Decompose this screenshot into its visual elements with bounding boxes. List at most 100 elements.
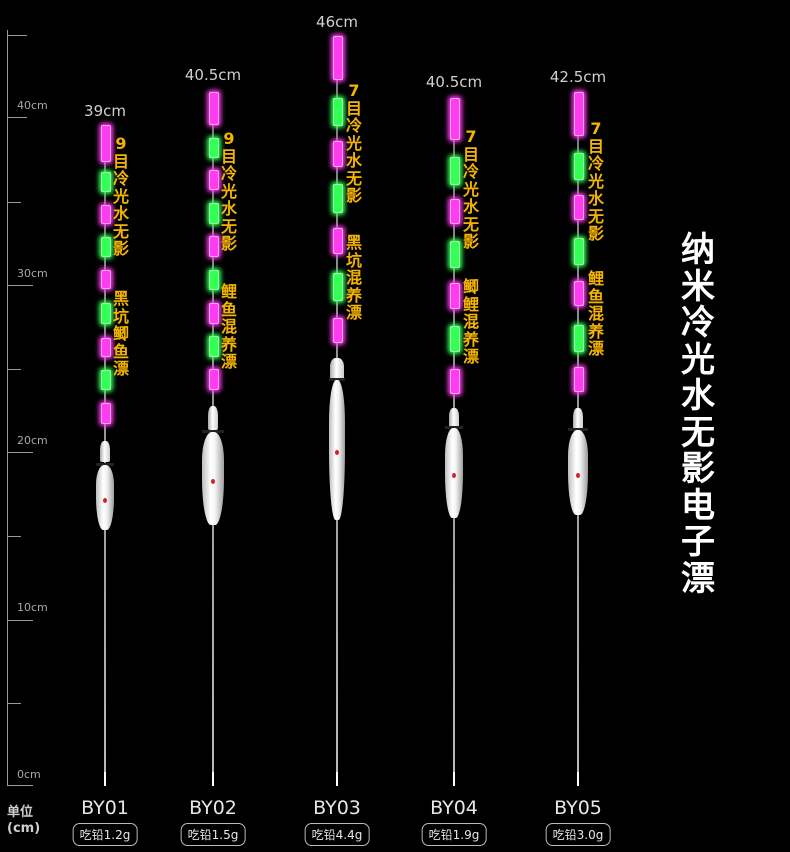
float-length-label: 39cm <box>84 102 126 120</box>
ruler-label-10: 10cm <box>17 601 48 614</box>
float-neck <box>208 406 218 430</box>
ruler-tick <box>7 285 33 286</box>
brand-seal-icon <box>452 473 456 478</box>
glow-segment-pink <box>450 283 460 309</box>
glow-segment-pink <box>209 303 219 324</box>
float-spec-label: 9目冷光水无影 <box>220 129 237 253</box>
float-spec-label: 7目冷光水无影 <box>345 81 362 205</box>
glow-segment-pink <box>101 205 111 224</box>
glow-segment-green <box>333 98 343 126</box>
glow-segment-pink <box>101 270 111 289</box>
glow-segment-green <box>209 336 219 357</box>
ruler-tick <box>7 202 21 203</box>
float-stem-base <box>104 772 106 786</box>
glow-segment-pink <box>101 125 111 162</box>
float-band <box>202 430 224 433</box>
float-model-label: BY05 <box>554 797 602 819</box>
glow-segment-green <box>450 241 460 268</box>
float-usage-label: 鲫鲤混养漂 <box>462 277 479 366</box>
ruler-tick <box>7 35 27 36</box>
float-spec-label: 7目冷光水无影 <box>462 127 479 251</box>
float-usage-label: 黑坑鲫鱼漂 <box>112 289 129 378</box>
float-weight-badge: 吃铅3.0g <box>545 823 611 846</box>
float-model-label: BY01 <box>81 797 129 819</box>
float-band <box>568 428 588 431</box>
float-band <box>96 463 114 466</box>
float-length-label: 46cm <box>316 13 358 31</box>
glow-segment-pink <box>450 98 460 140</box>
float-length-label: 40.5cm <box>184 66 242 84</box>
product-title: 纳米 冷光水无影 电子漂 <box>681 230 715 599</box>
glow-segment-pink <box>209 369 219 390</box>
glow-segment-green <box>333 273 343 301</box>
float-neck <box>573 408 583 430</box>
glow-segment-pink <box>333 36 343 80</box>
glow-segment-green <box>450 157 460 185</box>
ruler-tick <box>7 620 33 621</box>
glow-segment-pink <box>209 92 219 125</box>
float-weight-badge: 吃铅1.9g <box>421 823 487 846</box>
glow-segment-green <box>333 184 343 213</box>
float-stem-base <box>453 772 455 786</box>
float-model-label: BY02 <box>189 797 237 819</box>
ruler-label-40: 40cm <box>17 99 48 112</box>
brand-seal-icon <box>335 450 339 455</box>
glow-segment-green <box>101 237 111 257</box>
glow-segment-pink <box>450 369 460 394</box>
float-band <box>445 426 463 429</box>
brand-seal-icon <box>576 472 580 478</box>
glow-segment-pink <box>333 141 343 167</box>
float-spec-label: 9目冷光水无影 <box>112 134 129 258</box>
ruler-tick <box>7 452 33 453</box>
ruler-label-20: 20cm <box>17 434 48 447</box>
unit-value-text: (cm) <box>7 821 41 836</box>
glow-segment-green <box>450 326 460 352</box>
glow-segment-pink <box>101 338 111 357</box>
float-length-label: 40.5cm <box>425 73 483 91</box>
float-stem-base <box>577 772 579 786</box>
float-neck <box>449 408 459 428</box>
float-length-label: 42.5cm <box>549 68 607 86</box>
float-band <box>329 378 345 381</box>
glow-segment-green <box>101 303 111 324</box>
glow-segment-pink <box>333 228 343 254</box>
brand-seal-icon <box>103 497 107 503</box>
ruler <box>7 30 8 786</box>
float-stem-base <box>336 772 338 786</box>
glow-segment-green <box>574 325 584 352</box>
float-stem-base <box>212 772 214 786</box>
glow-segment-pink <box>209 170 219 190</box>
glow-segment-pink <box>101 403 111 424</box>
float-weight-badge: 吃铅1.5g <box>180 823 246 846</box>
glow-segment-green <box>209 138 219 158</box>
float-weight-badge: 吃铅1.2g <box>72 823 138 846</box>
glow-segment-pink <box>450 199 460 224</box>
float-spec-label: 7目冷光水无影 <box>587 119 604 243</box>
unit-label-text: 单位 <box>7 805 34 820</box>
float-model-label: BY03 <box>313 797 361 819</box>
ruler-label-0: 0cm <box>17 768 41 781</box>
float-usage-label: 黑坑混养漂 <box>345 233 362 322</box>
glow-segment-pink <box>574 195 584 220</box>
brand-seal-icon <box>211 478 215 484</box>
glow-segment-green <box>101 172 111 192</box>
ruler-tick <box>7 785 33 786</box>
float-weight-badge: 吃铅4.4g <box>304 823 370 846</box>
glow-segment-pink <box>333 318 343 343</box>
float-neck <box>330 358 344 380</box>
float-usage-label: 鲤鱼混养漂 <box>587 269 604 358</box>
glow-segment-pink <box>574 367 584 392</box>
glow-segment-pink <box>574 92 584 136</box>
glow-segment-pink <box>209 236 219 257</box>
ruler-label-30: 30cm <box>17 267 48 280</box>
glow-segment-green <box>209 270 219 290</box>
float-neck <box>100 441 110 462</box>
glow-segment-pink <box>574 281 584 306</box>
glow-segment-green <box>209 203 219 224</box>
glow-segment-green <box>574 238 584 265</box>
ruler-tick <box>7 369 21 370</box>
unit-label: 单位(cm) <box>7 805 40 837</box>
ruler-tick <box>7 117 27 118</box>
ruler-tick <box>7 703 21 704</box>
